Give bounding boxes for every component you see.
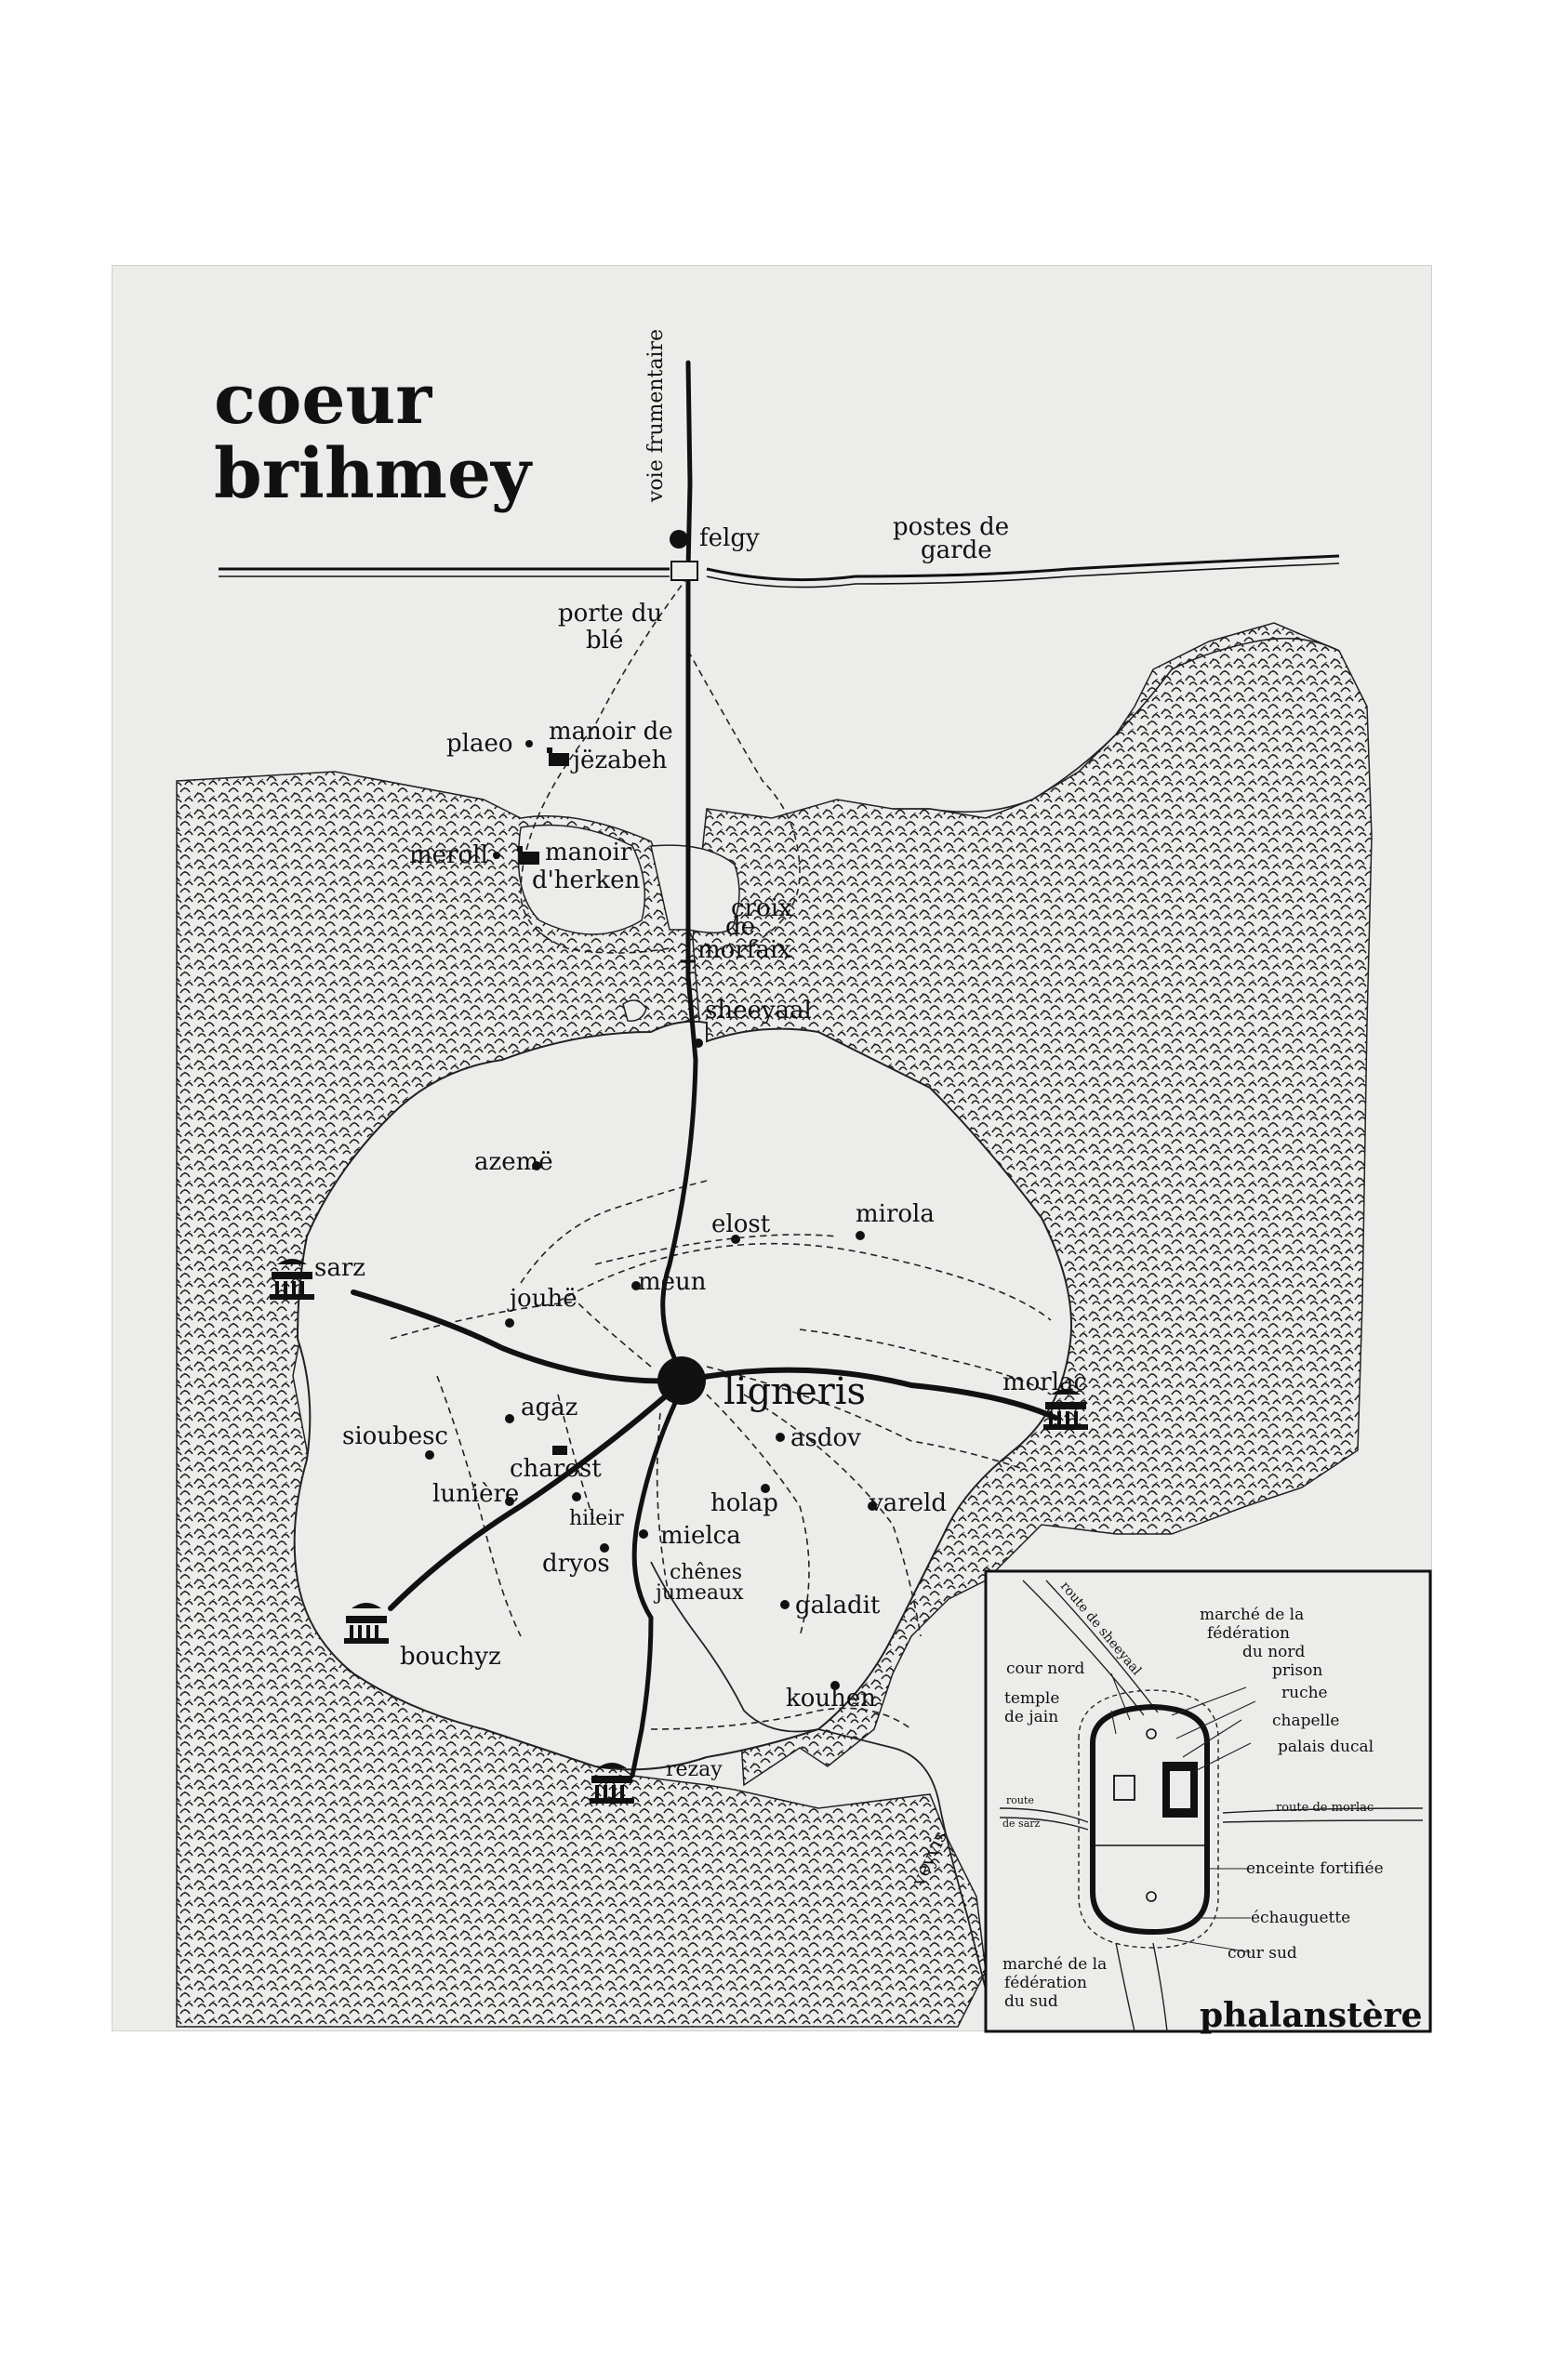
place-label-rezay: rezay: [666, 1758, 723, 1781]
inset-label-cour-nord: cour nord: [1006, 1659, 1085, 1678]
inset-label-prison: prison: [1272, 1661, 1322, 1680]
inset-label-cour-sud: cour sud: [1228, 1944, 1297, 1963]
place-label-asdov: asdov: [790, 1424, 861, 1452]
place-label-jouhe: jouhë: [507, 1285, 577, 1313]
inset-label-marche-nord-1: marché de la: [1200, 1606, 1304, 1624]
inset-label-marche-nord-3: du nord: [1242, 1643, 1306, 1661]
place-label-croix-de: de: [725, 913, 755, 941]
place-label-ble: blé: [586, 627, 623, 654]
place-label-garde: garde: [921, 536, 992, 564]
inset-label-marche-sud-2: fédération: [1004, 1974, 1087, 1992]
inset-label-chapelle: chapelle: [1272, 1712, 1339, 1730]
inset-label-de-sarz: de sarz: [1002, 1818, 1041, 1830]
place-label-mielca: mielca: [660, 1522, 741, 1550]
place-label-kouhen: kouhen: [786, 1685, 876, 1712]
place-label-hileir: hileir: [569, 1507, 624, 1530]
place-label-meun: meun: [638, 1268, 707, 1296]
place-label-chenes: chênes: [670, 1561, 742, 1584]
fort-icon: [344, 1603, 389, 1644]
place-label-morfaix: morfaix: [697, 936, 791, 964]
place-label-bouchyz: bouchyz: [400, 1643, 501, 1671]
map-title-line1: coeur: [214, 360, 432, 440]
place-label-postes: postes de: [893, 513, 1009, 541]
map-title-line2: brihmey: [214, 434, 533, 514]
inset-label-route-morlac: route de morlac: [1276, 1801, 1374, 1815]
inset-label-de-jain: de jain: [1004, 1708, 1058, 1726]
inset-label-marche-sud-3: du sud: [1004, 1992, 1058, 2011]
river: [650, 1561, 987, 1990]
place-label-porte: porte du: [558, 600, 662, 628]
inset-label-enceinte: enceinte fortifiée: [1246, 1859, 1384, 1878]
place-label-meroll: meroll: [409, 841, 488, 869]
place-label-morlac: morlac: [1002, 1368, 1087, 1396]
place-label-felgy: felgy: [699, 524, 760, 552]
main-roads: [351, 360, 1058, 1778]
gate-icon: [670, 561, 698, 581]
place-label-plaeo: plaeo: [446, 730, 513, 758]
place-label-charost: charost: [510, 1455, 602, 1483]
dashed-tracks: [390, 575, 1052, 1730]
fort-icon: [590, 1763, 634, 1804]
place-label-azeme: azemë: [474, 1148, 553, 1176]
fort-icon: [270, 1259, 314, 1300]
place-label-dryos: dryos: [542, 1550, 610, 1578]
place-label-manoir-herken: manoir: [545, 839, 632, 866]
manor-icon: [547, 747, 569, 766]
settlement-markers: [425, 530, 877, 1690]
place-label-agaz: agaz: [521, 1394, 577, 1421]
inset-label-marche-sud-1: marché de la: [1002, 1955, 1107, 1974]
place-label-herken: d'herken: [532, 866, 640, 894]
place-label-sioubesc: sioubesc: [342, 1422, 448, 1450]
inset-label-ruche: ruche: [1281, 1684, 1328, 1702]
place-label-galadit: galadit: [795, 1592, 881, 1620]
inset-label-marche-nord-2: fédération: [1207, 1624, 1290, 1643]
inset-label-temple: temple: [1004, 1689, 1059, 1708]
road-label-north: voie frumentaire: [644, 329, 668, 503]
inset-label-route-sarz: route: [1006, 1794, 1034, 1806]
place-label-holap: holap: [710, 1489, 778, 1517]
place-label-sarz: sarz: [314, 1254, 365, 1282]
place-label-jumeaux: jumeaux: [653, 1581, 744, 1605]
inset-panel: [984, 1569, 1432, 2033]
inset-title: phalanstère: [1200, 1996, 1423, 2035]
place-label-manoir-jezabeh: manoir de: [549, 718, 673, 746]
place-label-luniere: lunière: [432, 1480, 519, 1508]
place-label-jezabeh: jëzabeh: [570, 747, 668, 774]
manor-icon: [517, 846, 539, 865]
border-wall: [219, 554, 1340, 588]
place-label-ligneris: ligneris: [723, 1370, 866, 1413]
place-label-croix: croix: [731, 894, 792, 922]
fort-icon: [1043, 1389, 1088, 1430]
inset-label-echauguette: échauguette: [1251, 1909, 1350, 1927]
cross-icon: [681, 956, 696, 967]
inset-label-palais: palais ducal: [1278, 1738, 1374, 1756]
place-label-vareld: vareld: [869, 1489, 947, 1517]
place-label-mirola: mirola: [856, 1200, 935, 1228]
place-label-elost: elost: [711, 1210, 771, 1238]
charost-icon: [552, 1446, 567, 1455]
place-label-sheeyaal: sheeyaal: [705, 997, 812, 1025]
